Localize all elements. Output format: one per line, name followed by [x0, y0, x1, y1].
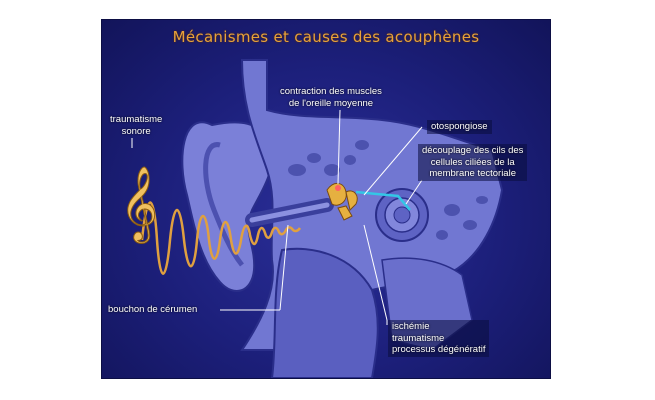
svg-text:𝄞: 𝄞	[120, 167, 158, 244]
diagram-panel: 𝄞 Mécanismes et causes des acouphènes co…	[102, 20, 550, 378]
ossicles	[326, 183, 358, 221]
page-title: Mécanismes et causes des acouphènes	[172, 28, 480, 46]
label-ischemie: ischémie traumatisme processus dégénérat…	[388, 320, 490, 357]
sound-wave	[140, 201, 302, 275]
label-muscles: contraction des muscles de l'oreille moy…	[280, 86, 382, 109]
treble-clef-icon: 𝄞	[120, 167, 159, 245]
label-traumatisme-sonore: traumatisme sonore	[110, 114, 163, 137]
label-bouchon-cerumen: bouchon de cérumen	[108, 304, 198, 315]
label-cils: découplage des cils des cellules ciliées…	[418, 144, 528, 181]
cochlea	[375, 188, 429, 242]
nerve-line	[355, 190, 411, 211]
label-otospongiose: otospongiose	[427, 120, 492, 134]
